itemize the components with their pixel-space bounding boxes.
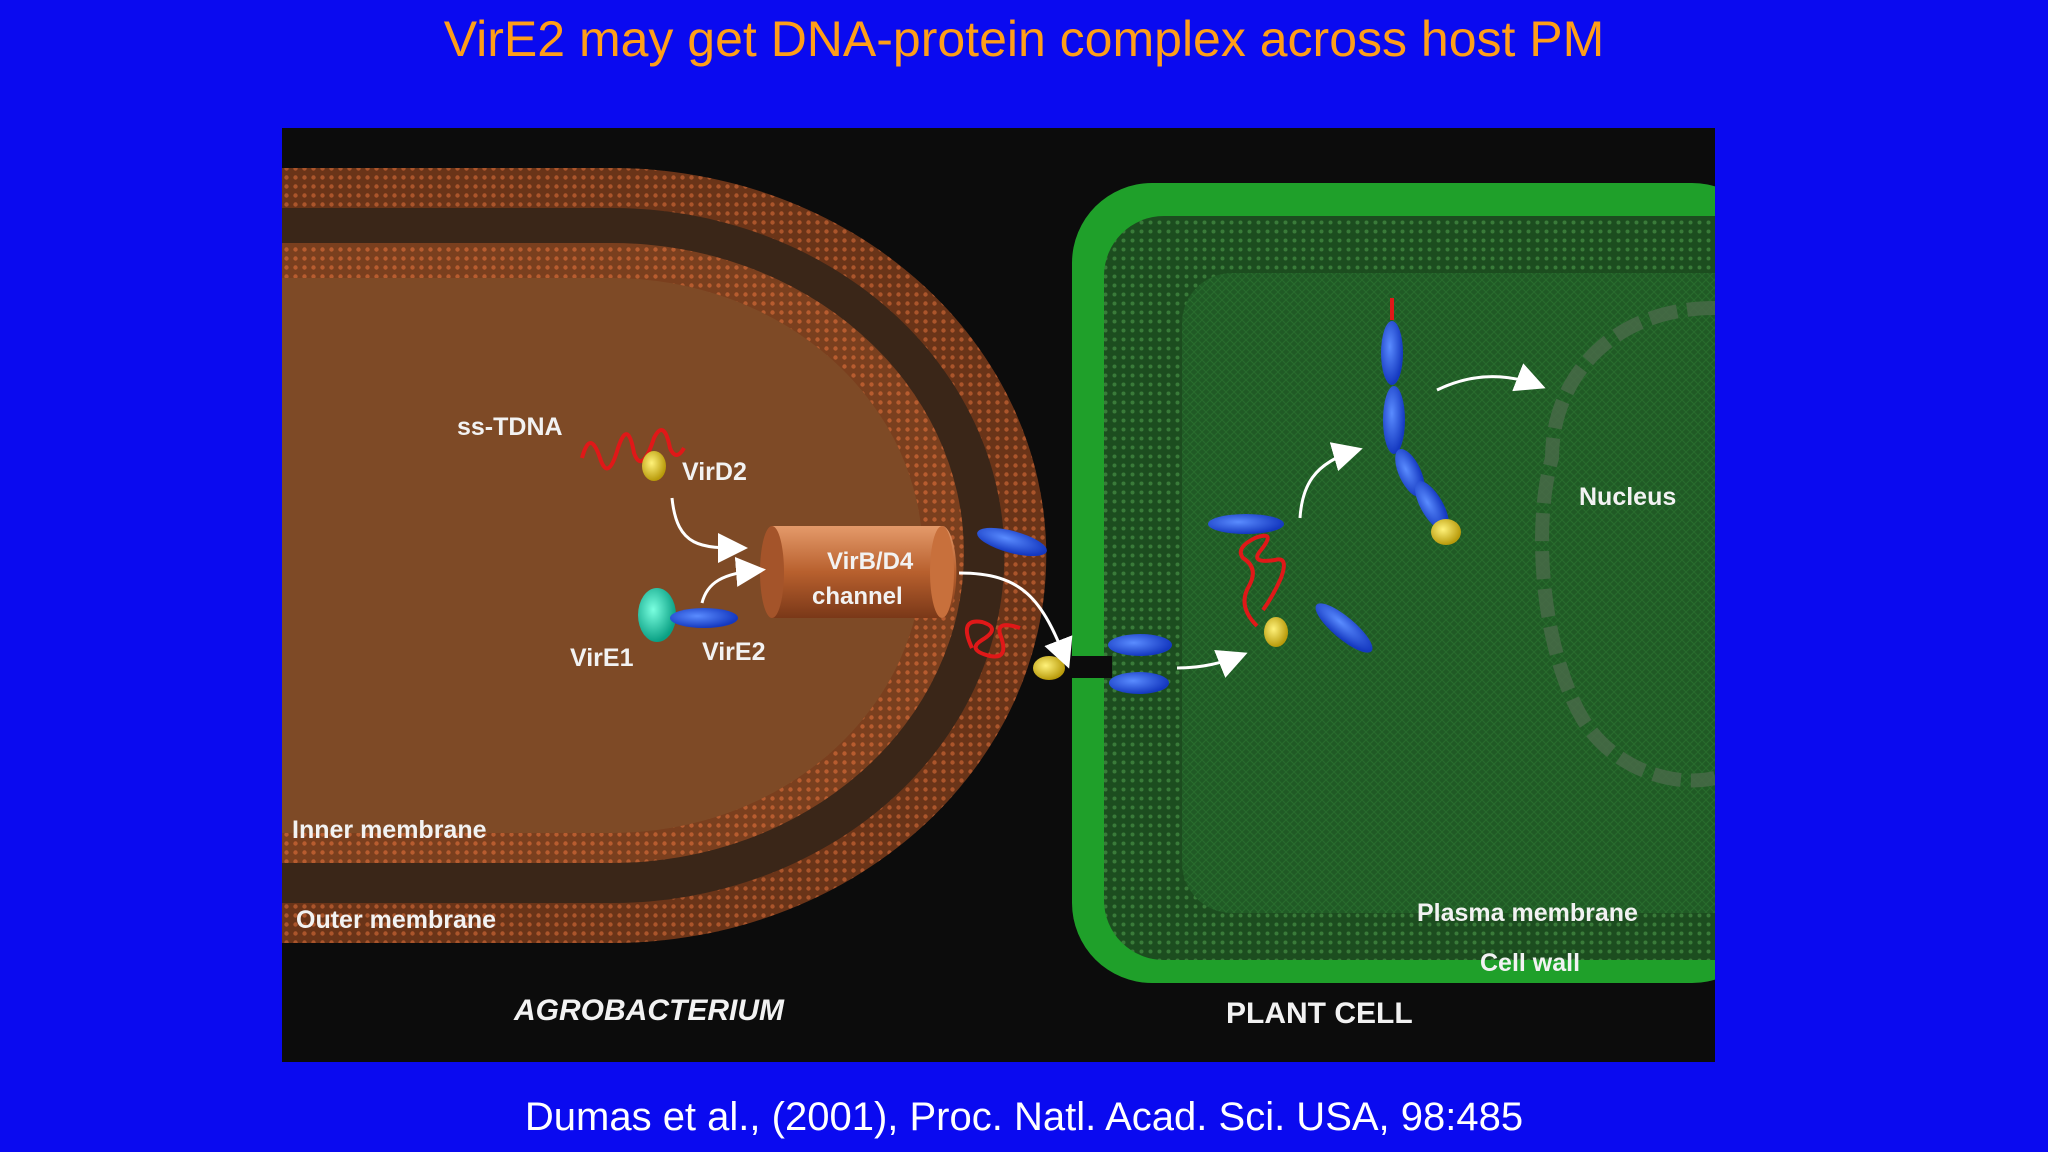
arrow-to-coated-complex — [1298, 442, 1363, 519]
coated-tdna-complex — [1381, 298, 1461, 545]
label-vird2: VirD2 — [682, 458, 747, 486]
plant-cell — [1072, 183, 1715, 983]
label-agrobacterium: AGROBACTERIUM — [513, 994, 785, 1027]
tdna-complex-extracellular — [964, 619, 1021, 659]
arrow-channel-to-membrane — [958, 571, 1073, 669]
vire2-protein-extracellular — [977, 527, 1047, 557]
label-cell-wall: Cell wall — [1480, 949, 1580, 977]
label-vire2: VirE2 — [702, 638, 765, 666]
agrobacterium-cell — [282, 168, 1047, 943]
membrane-pore — [1072, 656, 1112, 678]
label-outer-membrane: Outer membrane — [296, 906, 496, 934]
vird2-protein-cytoplasm — [1264, 617, 1288, 647]
arrow-into-cytoplasm — [1176, 649, 1248, 678]
slide-title: VirE2 may get DNA-protein complex across… — [443, 11, 1605, 67]
vird2-protein — [642, 451, 666, 481]
agrobacterium-plant-cell-figure: VirB/D4 channel ss-TDNA VirD2 VirE1 VirE… — [282, 128, 1715, 1062]
arrow-vire2-to-channel — [700, 556, 766, 604]
channel-label-line2: channel — [812, 583, 903, 610]
vire2-protein-cytoplasm-1 — [1208, 514, 1284, 534]
label-nucleus: Nucleus — [1579, 483, 1676, 511]
figure-svg: VirB/D4 channel ss-TDNA VirD2 VirE1 VirE… — [282, 168, 1715, 1030]
vire2-pore-protein-bottom — [1109, 672, 1169, 694]
tdna-complex-cytoplasm — [1238, 533, 1286, 628]
vire2-protein-cytoplasm-2 — [1315, 603, 1373, 653]
label-inner-membrane: Inner membrane — [292, 816, 487, 844]
virb-d4-channel: VirB/D4 channel — [760, 526, 957, 618]
vire2-protein-bacterium — [670, 608, 738, 628]
label-plasma-membrane: Plasma membrane — [1417, 899, 1638, 927]
ss-tdna-strand — [580, 428, 686, 471]
vire1-protein — [638, 588, 676, 642]
vird2-protein-extracellular — [1033, 656, 1065, 680]
arrow-to-nucleus — [1436, 363, 1546, 392]
label-vire1: VirE1 — [570, 644, 634, 672]
label-plant-cell: PLANT CELL — [1226, 997, 1413, 1030]
channel-label-line1: VirB/D4 — [827, 548, 914, 575]
citation: Dumas et al., (2001), Proc. Natl. Acad. … — [524, 1095, 1524, 1139]
nucleus-envelope — [1535, 301, 1715, 788]
arrow-vird2-to-channel — [670, 497, 748, 563]
vire2-pore-protein-top — [1108, 634, 1172, 656]
label-ss-tdna: ss-TDNA — [457, 413, 563, 441]
